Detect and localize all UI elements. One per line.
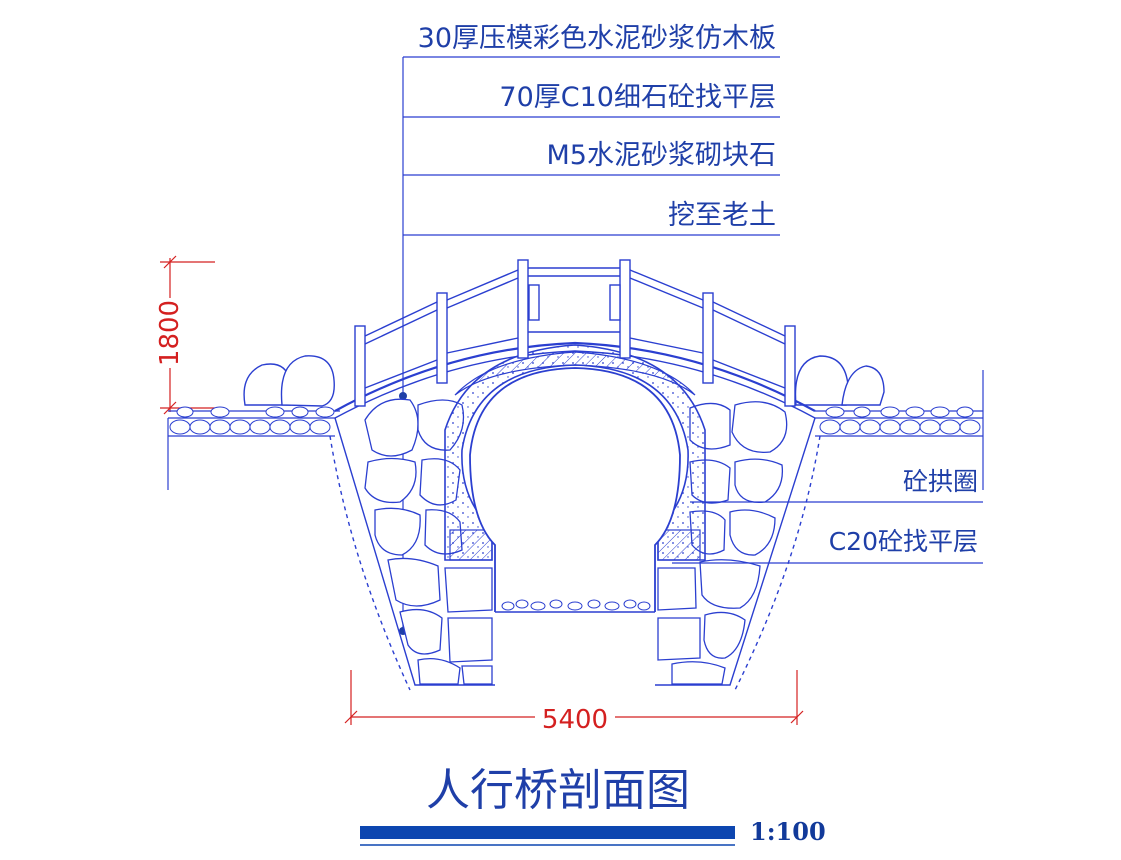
deck-underside — [334, 350, 816, 419]
arch-opening — [469, 367, 681, 612]
foundation-trench — [329, 417, 821, 691]
railings — [354, 259, 796, 407]
deck-surface — [334, 341, 816, 412]
drawing-title: 人行桥剖面图 — [426, 765, 690, 816]
title-underline-bar — [360, 826, 735, 839]
callout-layer2: 70厚C10细石砼找平层 — [499, 82, 776, 113]
callout-layer3: M5水泥砂浆砌块石 — [547, 140, 776, 171]
drawing-scale: 1:100 — [750, 817, 826, 846]
arch-ring-label: 砼拱圈 — [903, 467, 978, 496]
callout-layer4: 挖至老土 — [668, 200, 776, 231]
leveling-layer-label: C20砼找平层 — [829, 527, 978, 556]
bank-cobbles — [169, 406, 981, 435]
width-dimension-label: 5400 — [542, 705, 608, 735]
height-dimension-label: 1800 — [155, 300, 185, 366]
callout-layer1: 30厚压模彩色水泥砂浆仿木板 — [418, 23, 776, 54]
right-rubble-masonry — [657, 401, 788, 685]
streambed-pebbles — [501, 599, 651, 611]
landscape-boulders — [243, 355, 885, 407]
side-callout-lines — [672, 501, 983, 564]
right-leveling-block — [657, 529, 701, 561]
left-leveling-block — [449, 529, 493, 561]
